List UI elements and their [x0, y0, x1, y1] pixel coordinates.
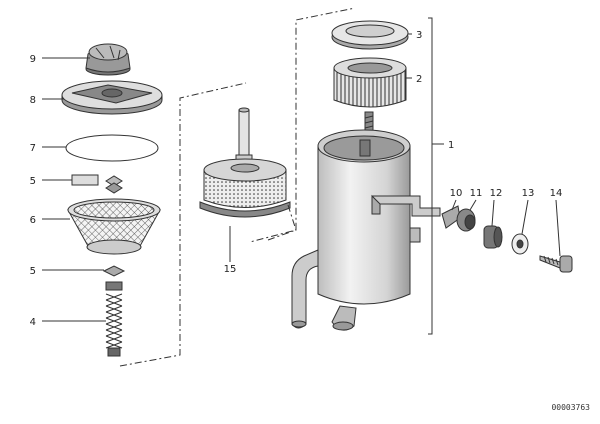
reference-number: 00003763	[551, 403, 590, 412]
callout-7: 7	[30, 143, 36, 154]
callout-1: 1	[448, 140, 454, 151]
callout-6: 6	[30, 215, 36, 226]
reservoir-lid	[331, 20, 409, 50]
washer-lower	[102, 265, 126, 277]
callout-13: 13	[522, 188, 535, 199]
callout-15: 15	[224, 264, 237, 275]
connector-15-to-reservoir	[249, 204, 297, 243]
washer	[511, 233, 529, 255]
reservoir-cover	[61, 80, 163, 115]
rubber-grommet	[456, 208, 476, 232]
filter-element	[333, 57, 407, 108]
callout-3: 3	[416, 30, 422, 41]
o-ring	[65, 134, 159, 162]
callout-4: 4	[30, 317, 36, 328]
callout-5-upper: 5	[30, 176, 36, 187]
connector-spring-to-15	[119, 82, 247, 367]
filter-basket	[67, 198, 161, 255]
cap-knob	[85, 43, 131, 76]
callout-5-lower: 5	[30, 266, 36, 277]
callout-9: 9	[30, 54, 36, 65]
callout-11: 11	[470, 188, 483, 199]
leader-lines	[42, 33, 561, 322]
callout-10: 10	[450, 188, 463, 199]
callout-8: 8	[30, 95, 36, 106]
reservoir-body	[291, 129, 441, 331]
bushing	[483, 225, 503, 249]
callout-14: 14	[550, 188, 563, 199]
callout-2: 2	[416, 74, 422, 85]
callout-12: 12	[490, 188, 503, 199]
screw	[539, 255, 573, 273]
seal-upper	[71, 174, 123, 194]
inner-filter	[199, 107, 291, 218]
callout-1-bracket	[428, 17, 433, 335]
spring	[105, 281, 123, 357]
